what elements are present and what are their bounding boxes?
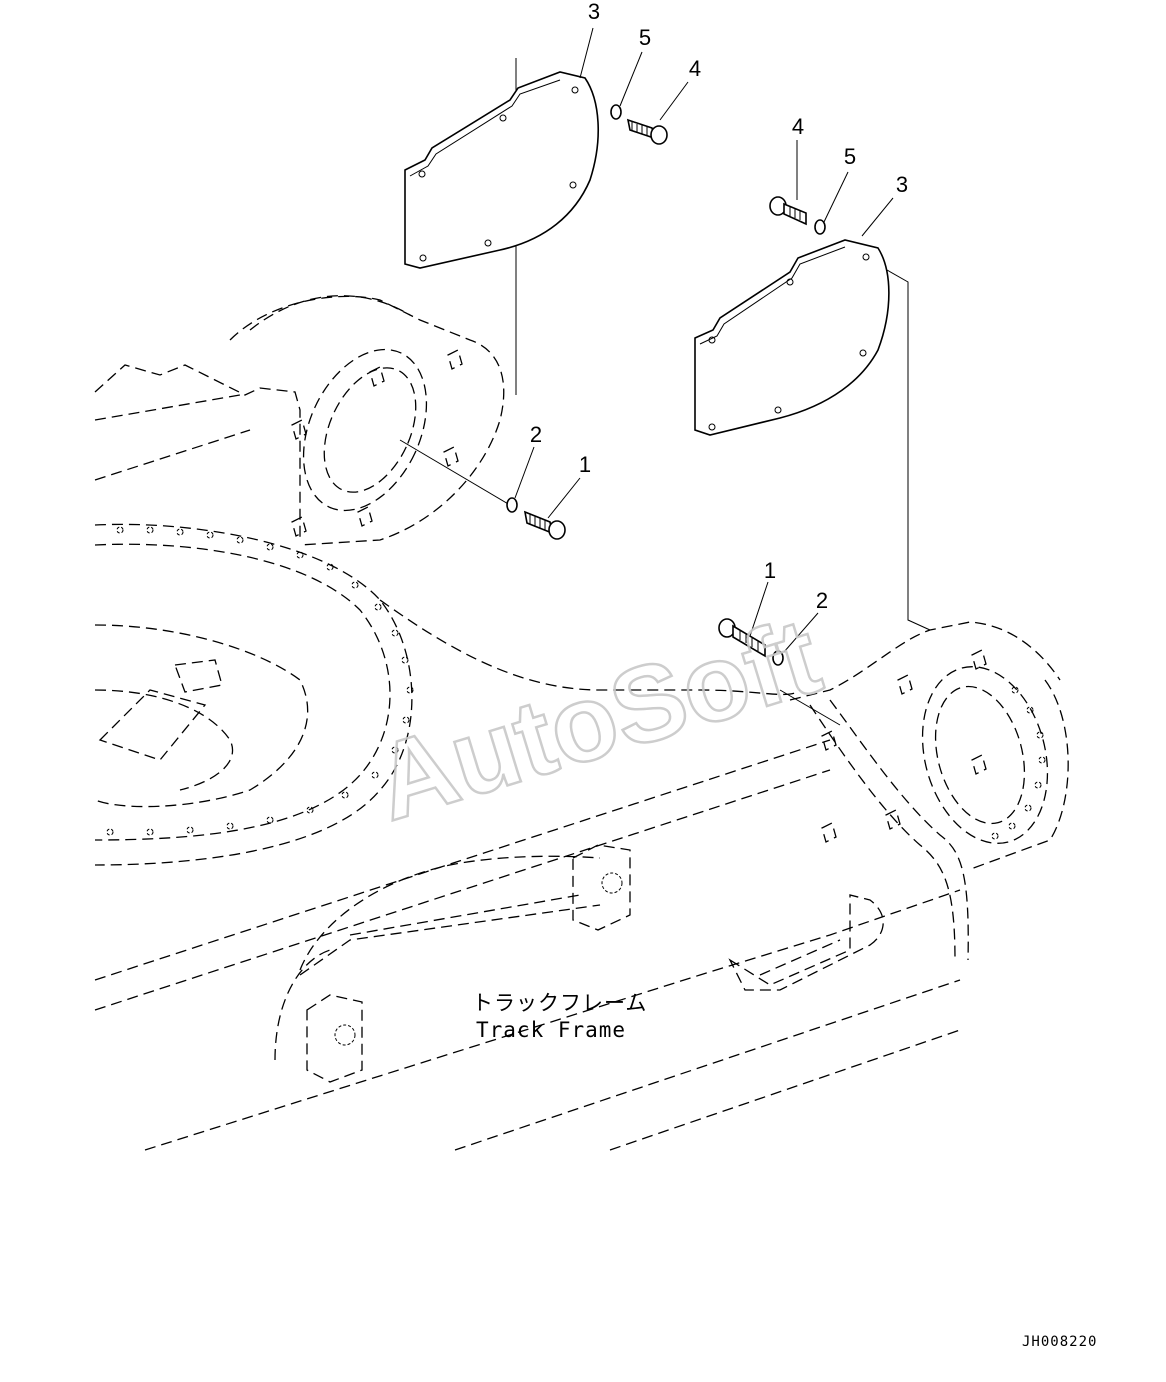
washer-icon — [506, 497, 518, 513]
callout-3-left: 3 — [588, 0, 600, 24]
bolt-icon — [718, 618, 766, 658]
track-frame-label-jp: トラックフレーム — [472, 991, 647, 1015]
callout-leaders — [514, 27, 894, 653]
callout-5-left: 5 — [639, 25, 651, 50]
callout-1-right: 1 — [764, 558, 776, 583]
track-frame-icon — [94, 58, 1069, 1151]
cover-plate-icon — [404, 71, 599, 269]
washer-icon — [772, 650, 784, 666]
bolt-icon — [523, 510, 566, 540]
callout-5-right: 5 — [844, 144, 856, 169]
callout-1-left: 1 — [579, 452, 591, 477]
track-frame-label-en: Track Frame — [476, 1018, 626, 1042]
cover-plate-icon — [694, 239, 890, 436]
bolt-icon — [769, 196, 807, 226]
washer-icon — [610, 104, 622, 120]
callout-4-left: 4 — [689, 56, 701, 81]
callout-2-left: 2 — [530, 422, 542, 447]
callout-4-right: 4 — [792, 114, 804, 139]
watermark-logo: AutoSoft — [361, 594, 832, 843]
callout-2-right: 2 — [816, 588, 828, 613]
callout-3-right: 3 — [896, 172, 908, 197]
washer-icon — [814, 219, 826, 235]
drawing-id: JH008220 — [1022, 1334, 1097, 1350]
bolt-icon — [626, 118, 668, 145]
